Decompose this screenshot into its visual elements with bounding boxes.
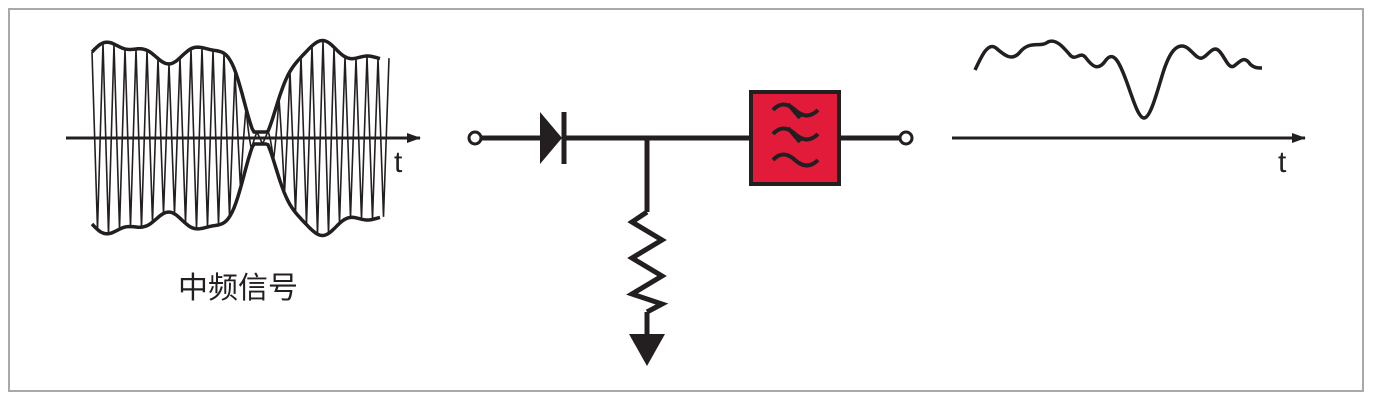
output-time-axis-label: t (1278, 146, 1287, 179)
demodulated-signal-waveform (973, 39, 1263, 120)
input-caption: 中频信号 (178, 271, 298, 306)
detector-circuit (467, 90, 914, 366)
ground-arrow-icon (629, 334, 665, 366)
lowpass-filter-icon (749, 90, 841, 186)
output-terminal (898, 130, 914, 146)
resistor-icon (626, 209, 669, 315)
lower-envelope (90, 142, 381, 238)
diode-icon (540, 112, 567, 164)
if-signal-waveform (90, 38, 390, 238)
input-terminal (467, 130, 483, 146)
upper-envelope (90, 38, 381, 134)
input-time-axis-label: t (394, 146, 403, 179)
